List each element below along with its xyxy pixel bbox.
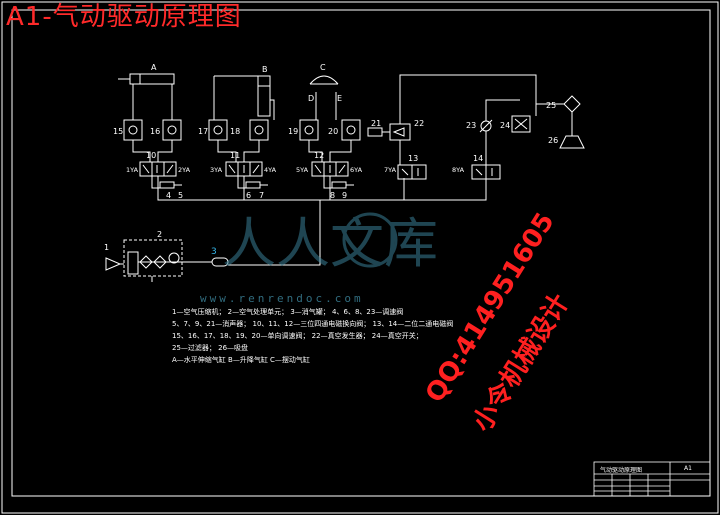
watermark-cn-text: 人人文库	[222, 212, 438, 275]
label-cyl-b: B	[262, 65, 268, 74]
label-14: 14	[473, 154, 483, 163]
label-11: 11	[230, 151, 240, 160]
compressor-1	[105, 257, 124, 271]
label-21: 21	[371, 119, 381, 128]
flow-valve-15	[123, 119, 143, 141]
solenoid-1ya: 1YA	[126, 166, 139, 174]
speed-silencer-4-5	[151, 176, 182, 189]
label-5: 5	[178, 191, 183, 200]
label-26: 26	[548, 136, 558, 145]
label-6: 6	[246, 191, 251, 200]
vacuum-generator-22	[389, 74, 537, 165]
flow-valve-16	[162, 119, 182, 141]
title-block-size: A1	[684, 465, 692, 472]
legend-line: 5、7、9、21—消声器； 10、11、12—三位四通电磁换向阀； 13、14—…	[172, 320, 454, 328]
flow-valve-19	[299, 119, 319, 141]
cylinder-b	[257, 75, 271, 117]
label-9: 9	[342, 191, 347, 200]
legend-line: 15、16、17、18、19、20—单向调速阀； 22—真空发生器； 24—真空…	[172, 332, 423, 340]
directional-valve-12	[311, 161, 349, 177]
cylinder-a	[118, 73, 175, 85]
watermark-logo: 人人文库	[222, 212, 438, 275]
title-block-name: 气动驱动原理图	[600, 467, 643, 474]
label-19: 19	[288, 127, 298, 136]
solenoid-6ya: 6YA	[350, 166, 363, 174]
label-1: 1	[104, 243, 109, 252]
label-8: 8	[330, 191, 335, 200]
solenoid-7ya: 7YA	[384, 166, 397, 174]
label-12: 12	[314, 151, 324, 160]
cylinder-c	[309, 75, 339, 85]
supply-header	[157, 176, 404, 201]
suction-cup-26	[559, 130, 585, 149]
legend-line: 1—空气压缩机； 2—空气处理单元； 3—消气罐； 4、6、8、23—调速阀	[172, 308, 404, 316]
legend-line: A—水平伸缩气缸 B—升降气缸 C—摆动气缸	[172, 356, 310, 364]
solenoid-5ya: 5YA	[296, 166, 309, 174]
label-20: 20	[328, 127, 338, 136]
silencer-21	[367, 127, 390, 137]
frl-unit-2	[123, 239, 183, 282]
valve-14	[471, 164, 501, 180]
label-16: 16	[150, 127, 160, 136]
label-13: 13	[408, 154, 418, 163]
solenoid-4ya: 4YA	[264, 166, 277, 174]
label-4: 4	[166, 191, 171, 200]
flow-valve-18	[249, 119, 269, 141]
label-3: 3	[211, 247, 217, 257]
filter-25	[536, 95, 581, 130]
label-cyl-c: C	[320, 63, 326, 72]
title-block	[593, 461, 711, 497]
flow-valve-20	[341, 119, 361, 141]
tank-3	[211, 257, 229, 267]
solenoid-8ya: 8YA	[452, 166, 465, 174]
watermark-url: www.renrendoc.com	[200, 292, 364, 305]
speed-silencer-8-9	[323, 176, 354, 189]
directional-valve-10	[139, 161, 177, 177]
label-cyl-a: A	[151, 63, 157, 72]
vacuum-switch-24	[511, 115, 531, 133]
directional-valve-11	[225, 161, 263, 177]
legend-block: 1—空气压缩机； 2—空气处理单元； 3—消气罐； 4、6、8、23—调速阀 5…	[172, 306, 453, 366]
label-15: 15	[113, 127, 123, 136]
drawing-title: A1-气动驱动原理图	[6, 2, 242, 32]
label-25: 25	[546, 101, 556, 110]
label-24: 24	[500, 121, 510, 130]
speed-silencer-6-7	[237, 176, 268, 189]
legend-line: 25—过滤器； 26—吸盘	[172, 344, 249, 352]
label-23: 23	[466, 121, 476, 130]
solenoid-2ya: 2YA	[178, 166, 191, 174]
label-2: 2	[157, 230, 162, 239]
solenoid-3ya: 3YA	[210, 166, 223, 174]
label-18: 18	[230, 127, 240, 136]
inner-frame	[11, 9, 711, 497]
label-cyl-d: D	[308, 94, 314, 103]
label-7: 7	[259, 191, 264, 200]
label-cyl-e: E	[337, 94, 342, 103]
valve-13	[397, 164, 427, 180]
label-10: 10	[146, 151, 156, 160]
label-22: 22	[414, 119, 424, 128]
flow-valve-17	[208, 119, 228, 141]
speed-valve-23	[479, 99, 520, 165]
label-17: 17	[198, 127, 208, 136]
